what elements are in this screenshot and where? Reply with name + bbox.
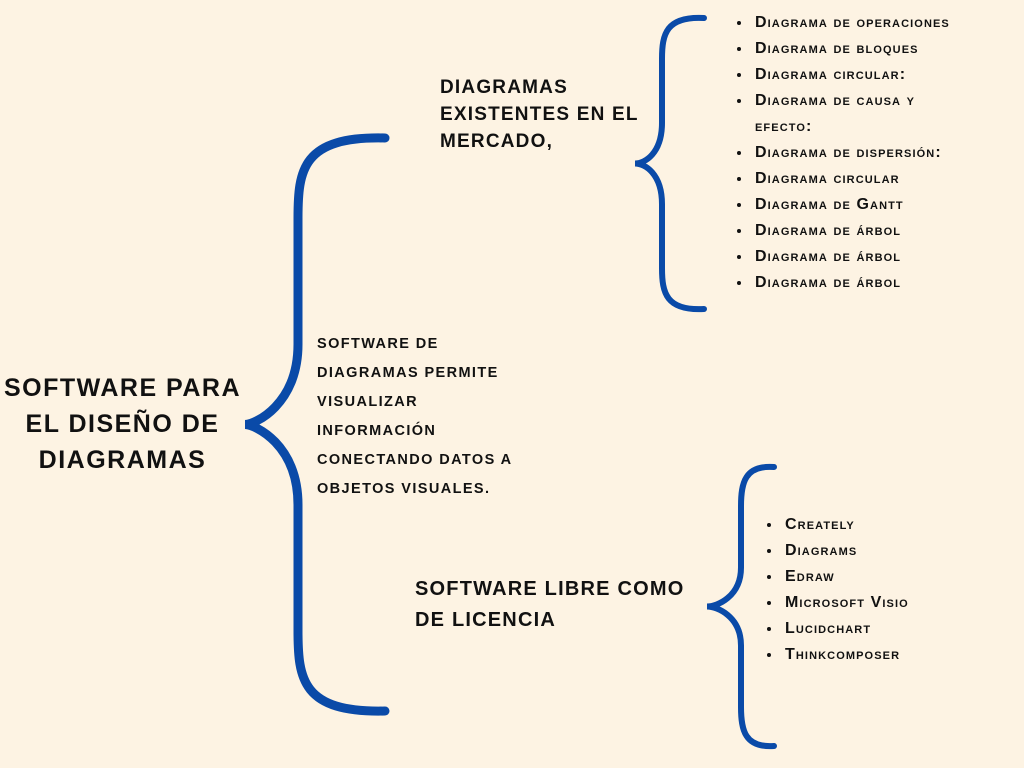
bottom-branch-heading: Software libre como de licencia xyxy=(415,578,685,631)
list-item: Diagrama circular: xyxy=(737,62,997,88)
list-item: Diagrams xyxy=(767,538,967,564)
list-item: Diagrama de dispersión: xyxy=(737,140,997,166)
main-title: Software para el diseño de diagramas xyxy=(3,374,242,474)
list-item: Diagrama de árbol xyxy=(737,244,997,270)
list-item: Diagrama de Gantt xyxy=(737,192,997,218)
list-item: Microsoft Visio xyxy=(767,590,967,616)
list-item: Edraw xyxy=(767,564,967,590)
description-text: software de diagramas permite visualizar… xyxy=(317,336,512,497)
diagram-types-list: Diagrama de operaciones Diagrama de bloq… xyxy=(737,10,997,296)
list-item: Diagrama de árbol xyxy=(737,218,997,244)
list-item: Diagrama de bloques xyxy=(737,36,997,62)
list-item: Diagrama de operaciones xyxy=(737,10,997,36)
bottom-brace xyxy=(706,463,777,750)
list-item: Thinkcomposer xyxy=(767,642,967,668)
top-branch-heading: Diagramas existentes en el mercado, xyxy=(440,77,639,152)
list-item: Creately xyxy=(767,512,967,538)
software-list: Creately Diagrams Edraw Microsoft Visio … xyxy=(767,512,967,668)
top-brace xyxy=(634,14,707,313)
main-brace xyxy=(244,133,390,716)
list-item: Diagrama circular xyxy=(737,166,997,192)
list-item: Lucidchart xyxy=(767,616,967,642)
list-item: Diagrama de árbol xyxy=(737,270,997,296)
list-item: Diagrama de causa y efecto: xyxy=(737,88,955,140)
